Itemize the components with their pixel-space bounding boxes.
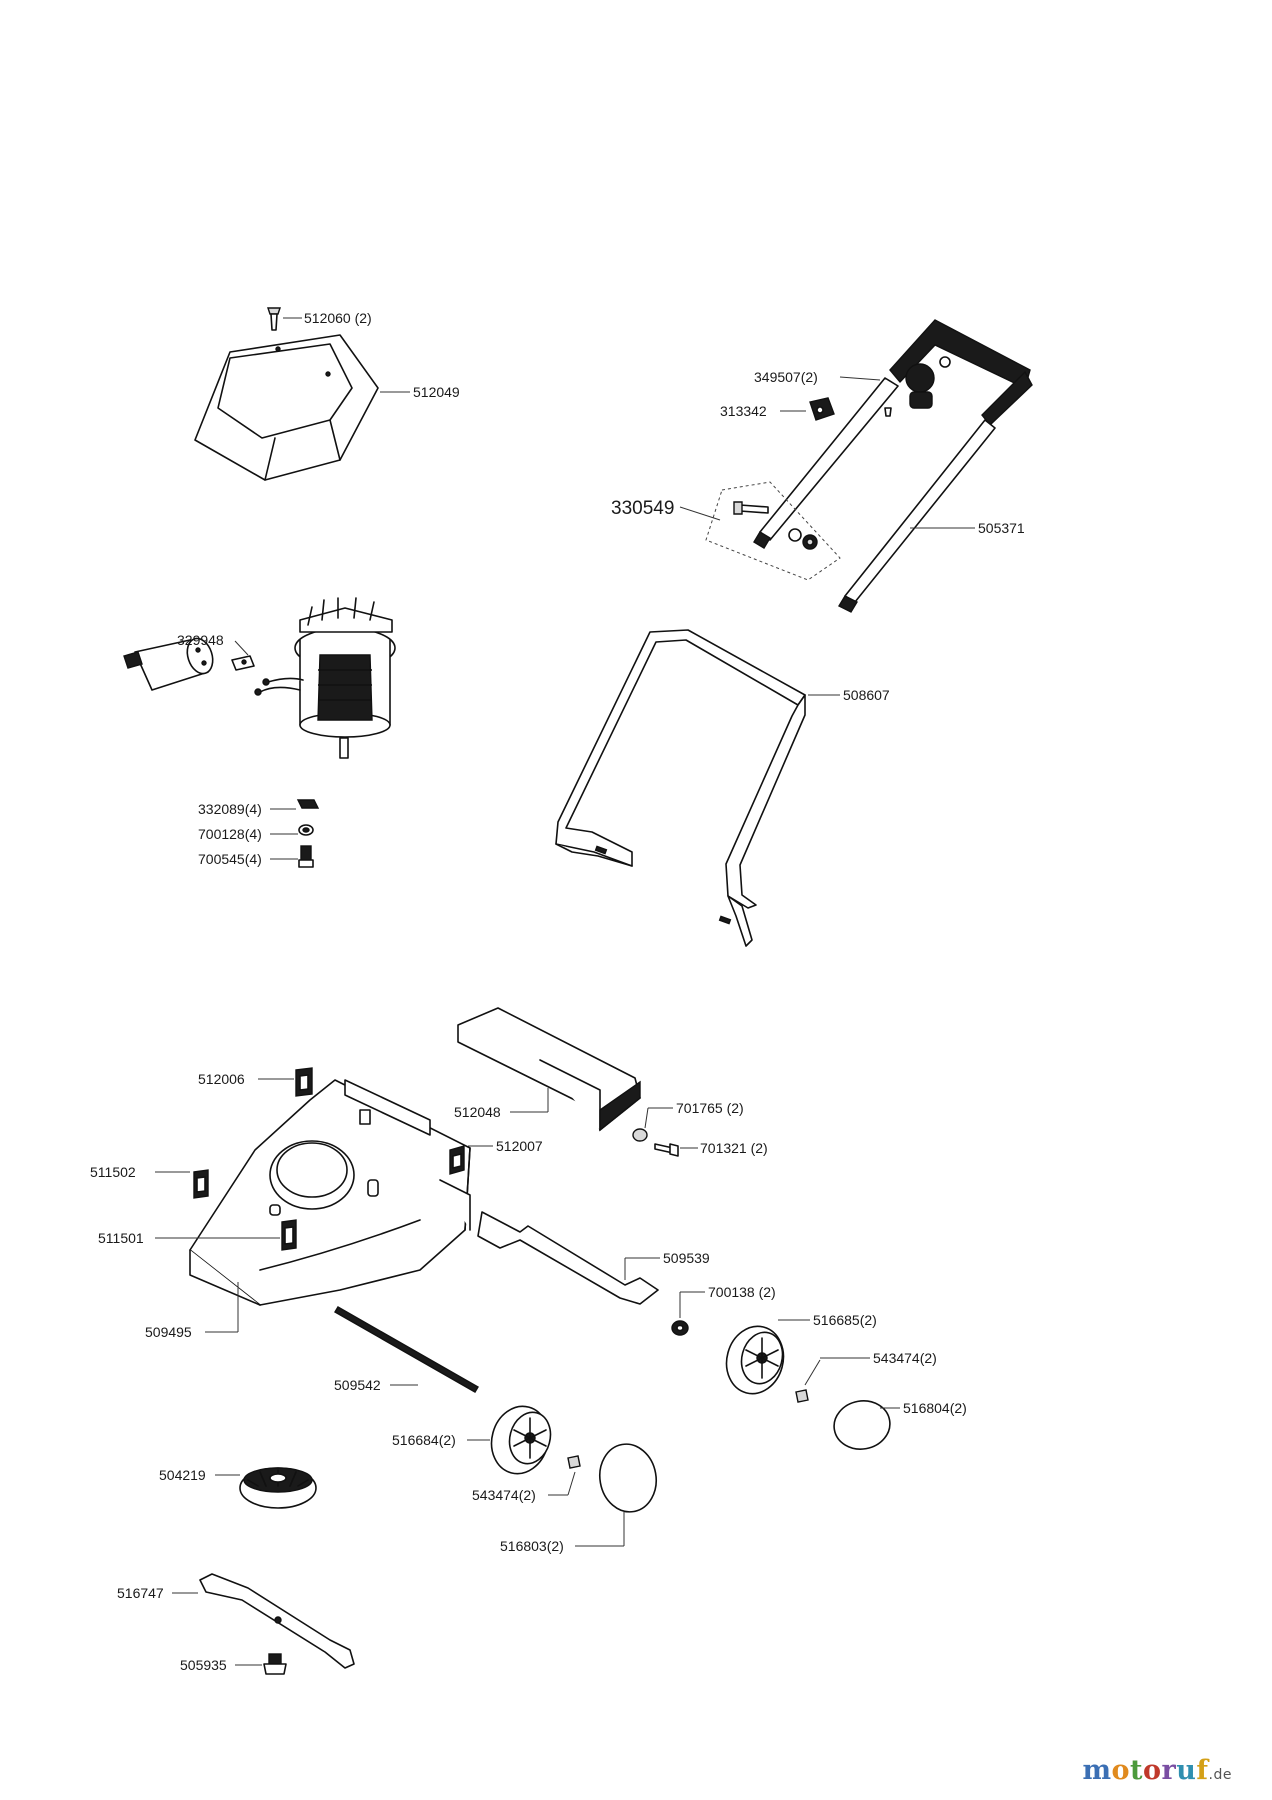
handle-fixing-kit-330549 [705,481,841,581]
chute-fasteners [632,1128,679,1157]
label-504219: 504219 [159,1467,206,1483]
label-329948: 329948 [177,632,224,648]
label-349507: 349507(2) [754,369,818,385]
height-lever-509539 [477,1211,659,1305]
label-332089: 332089(4) [198,801,262,817]
label-516685: 516685(2) [813,1312,877,1328]
logo-tld: .de [1208,1767,1232,1783]
label-512049: 512049 [413,384,460,400]
label-509539: 509539 [663,1250,710,1266]
capacitor-329948 [123,637,214,691]
label-516804: 516804(2) [903,1400,967,1416]
label-512048: 512048 [454,1104,501,1120]
terminal-block [231,655,255,671]
fan-504219 [239,1467,317,1509]
label-511501: 511501 [98,1230,144,1246]
blade-516747 [199,1573,355,1669]
label-516684: 516684(2) [392,1432,456,1448]
motor-fasteners [296,799,320,868]
label-511502: 511502 [90,1164,136,1180]
label-512007: 512007 [496,1138,543,1154]
label-505371: 505371 [978,520,1025,536]
clip-511502 [193,1169,209,1199]
cable-clip-313342 [809,397,892,421]
label-512060: 512060 (2) [304,310,372,326]
wheel-516685 [725,1325,785,1395]
label-543474-rear: 543474(2) [873,1350,937,1366]
hubcap-516803 [599,1443,657,1513]
label-700138: 700138 (2) [708,1284,776,1300]
mower-housing-509495 [189,1079,471,1306]
label-509495: 509495 [145,1324,192,1340]
electric-motor [254,597,396,759]
hubcap-516804 [833,1400,891,1450]
label-509542: 509542 [334,1377,381,1393]
washer-543474-rear [795,1389,809,1403]
label-516747: 516747 [117,1585,164,1601]
label-330549: 330549 [611,498,674,519]
label-512006: 512006 [198,1071,245,1087]
lower-handle-508607 [555,629,806,947]
blade-screw-505935 [263,1653,287,1675]
label-516803: 516803(2) [500,1538,564,1554]
upper-handle-505371 [753,319,1033,613]
wheel-516684 [490,1405,552,1475]
label-700128: 700128(4) [198,826,262,842]
label-701765: 701765 (2) [676,1100,744,1116]
clip-511501 [281,1219,297,1251]
nut-700138 [671,1320,689,1336]
screw-512060 [267,307,281,331]
label-701321: 701321 (2) [700,1140,768,1156]
grass-chute-512048 [457,1007,641,1132]
clip-512006 [295,1067,313,1097]
axle-509542 [334,1306,479,1393]
motoruf-logo: motoruf.de [1082,1755,1232,1786]
clip-512007 [449,1145,465,1175]
label-505935: 505935 [180,1657,227,1673]
label-700545: 700545(4) [198,851,262,867]
label-543474-front: 543474(2) [472,1487,536,1503]
label-313342: 313342 [720,403,767,419]
motor-cover-512049 [194,334,379,481]
label-508607: 508607 [843,687,890,703]
washer-543474-front [567,1455,581,1469]
